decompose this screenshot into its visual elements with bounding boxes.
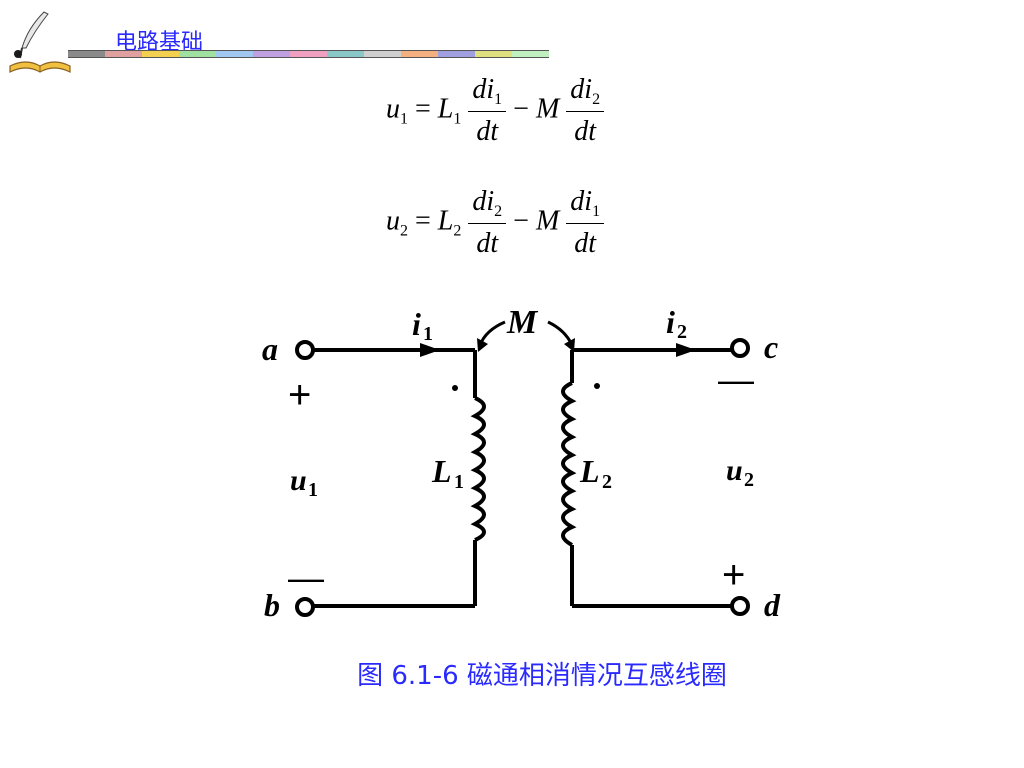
stripe-segment	[290, 50, 327, 58]
stripe-segment	[179, 50, 216, 58]
figure-caption: 图 6.1-6 磁通相消情况互感线圈	[357, 661, 727, 691]
stripe-segment	[438, 50, 475, 58]
stripe-segment	[401, 50, 438, 58]
u1-plus-sign: +	[288, 373, 311, 417]
stripe-segment	[216, 50, 253, 58]
mutual-arrow-left	[478, 320, 506, 346]
u1-minus-sign: —	[288, 557, 324, 598]
stripe-segment	[475, 50, 512, 58]
terminal-d-circle	[730, 596, 750, 616]
current-i2-label: i	[666, 304, 675, 340]
inductor-l1-label: L	[431, 453, 452, 489]
stripe-segment	[105, 50, 142, 58]
stripe-segment	[364, 50, 401, 58]
current-i2-arrow-icon	[676, 343, 696, 357]
stripe-segment	[68, 50, 105, 58]
eq2-fraction-1: di2 dt	[468, 186, 507, 260]
stripe-segment	[253, 50, 290, 58]
svg-text:2: 2	[602, 471, 612, 493]
inductor-l2-label: L	[579, 453, 600, 489]
eq2-fraction-2: di1 dt	[566, 186, 605, 260]
terminal-d-label: d	[764, 587, 781, 623]
eq1-fraction-1: di1 dt	[468, 74, 507, 148]
voltage-u2-label: u	[726, 454, 743, 487]
terminal-a-label: a	[262, 331, 278, 367]
current-i1-arrow-icon	[420, 343, 440, 357]
voltage-u1-label: u	[290, 464, 307, 497]
eq1-fraction-2: di2 dt	[566, 74, 605, 148]
terminal-b-circle	[295, 597, 315, 617]
u2-minus-sign: —	[718, 359, 754, 400]
u2-plus-sign: +	[722, 553, 745, 597]
header-color-stripe	[68, 50, 549, 58]
equation-2: u2 = L2 di2 dt − M di1 dt	[386, 186, 605, 260]
mutual-inductance-label: M	[506, 304, 539, 341]
mutual-arrow-right	[547, 320, 574, 346]
stripe-segment	[142, 50, 179, 58]
equation-1: u1 = L1 di1 dt − M di2 dt	[386, 74, 605, 148]
terminal-c-circle	[730, 338, 750, 358]
svg-text:2: 2	[744, 469, 754, 491]
polarity-dot-l2	[594, 383, 600, 389]
svg-text:1: 1	[454, 471, 464, 493]
svg-text:1: 1	[423, 323, 433, 345]
inductor-l1-coil	[470, 396, 486, 542]
inductor-l2-coil	[561, 381, 577, 547]
quill-book-logo-icon	[9, 11, 71, 73]
svg-text:1: 1	[308, 479, 318, 501]
stripe-segment	[327, 50, 364, 58]
svg-text:2: 2	[677, 321, 687, 343]
polarity-dot-l1	[452, 385, 458, 391]
terminal-b-label: b	[264, 587, 280, 623]
terminal-c-label: c	[764, 329, 778, 365]
eq2-lhs: u	[386, 205, 400, 237]
eq1-lhs: u	[386, 93, 400, 125]
stripe-segment	[512, 50, 549, 58]
terminal-a-circle	[295, 340, 315, 360]
current-i1-label: i	[412, 306, 421, 342]
